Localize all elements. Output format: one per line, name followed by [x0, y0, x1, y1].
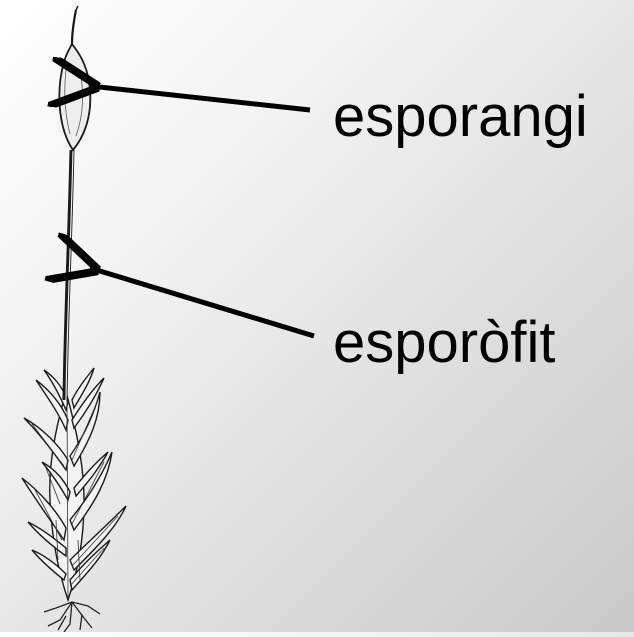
label-sporangium: esporangi	[333, 88, 588, 146]
arrow-sporophyte	[90, 268, 314, 336]
label-sporophyte: esporòfit	[333, 314, 555, 372]
seta	[65, 150, 73, 400]
rhizoids	[44, 602, 100, 632]
capsule	[59, 6, 90, 150]
arrow-sporangium	[90, 86, 310, 110]
leafy-gametophyte	[22, 368, 126, 600]
